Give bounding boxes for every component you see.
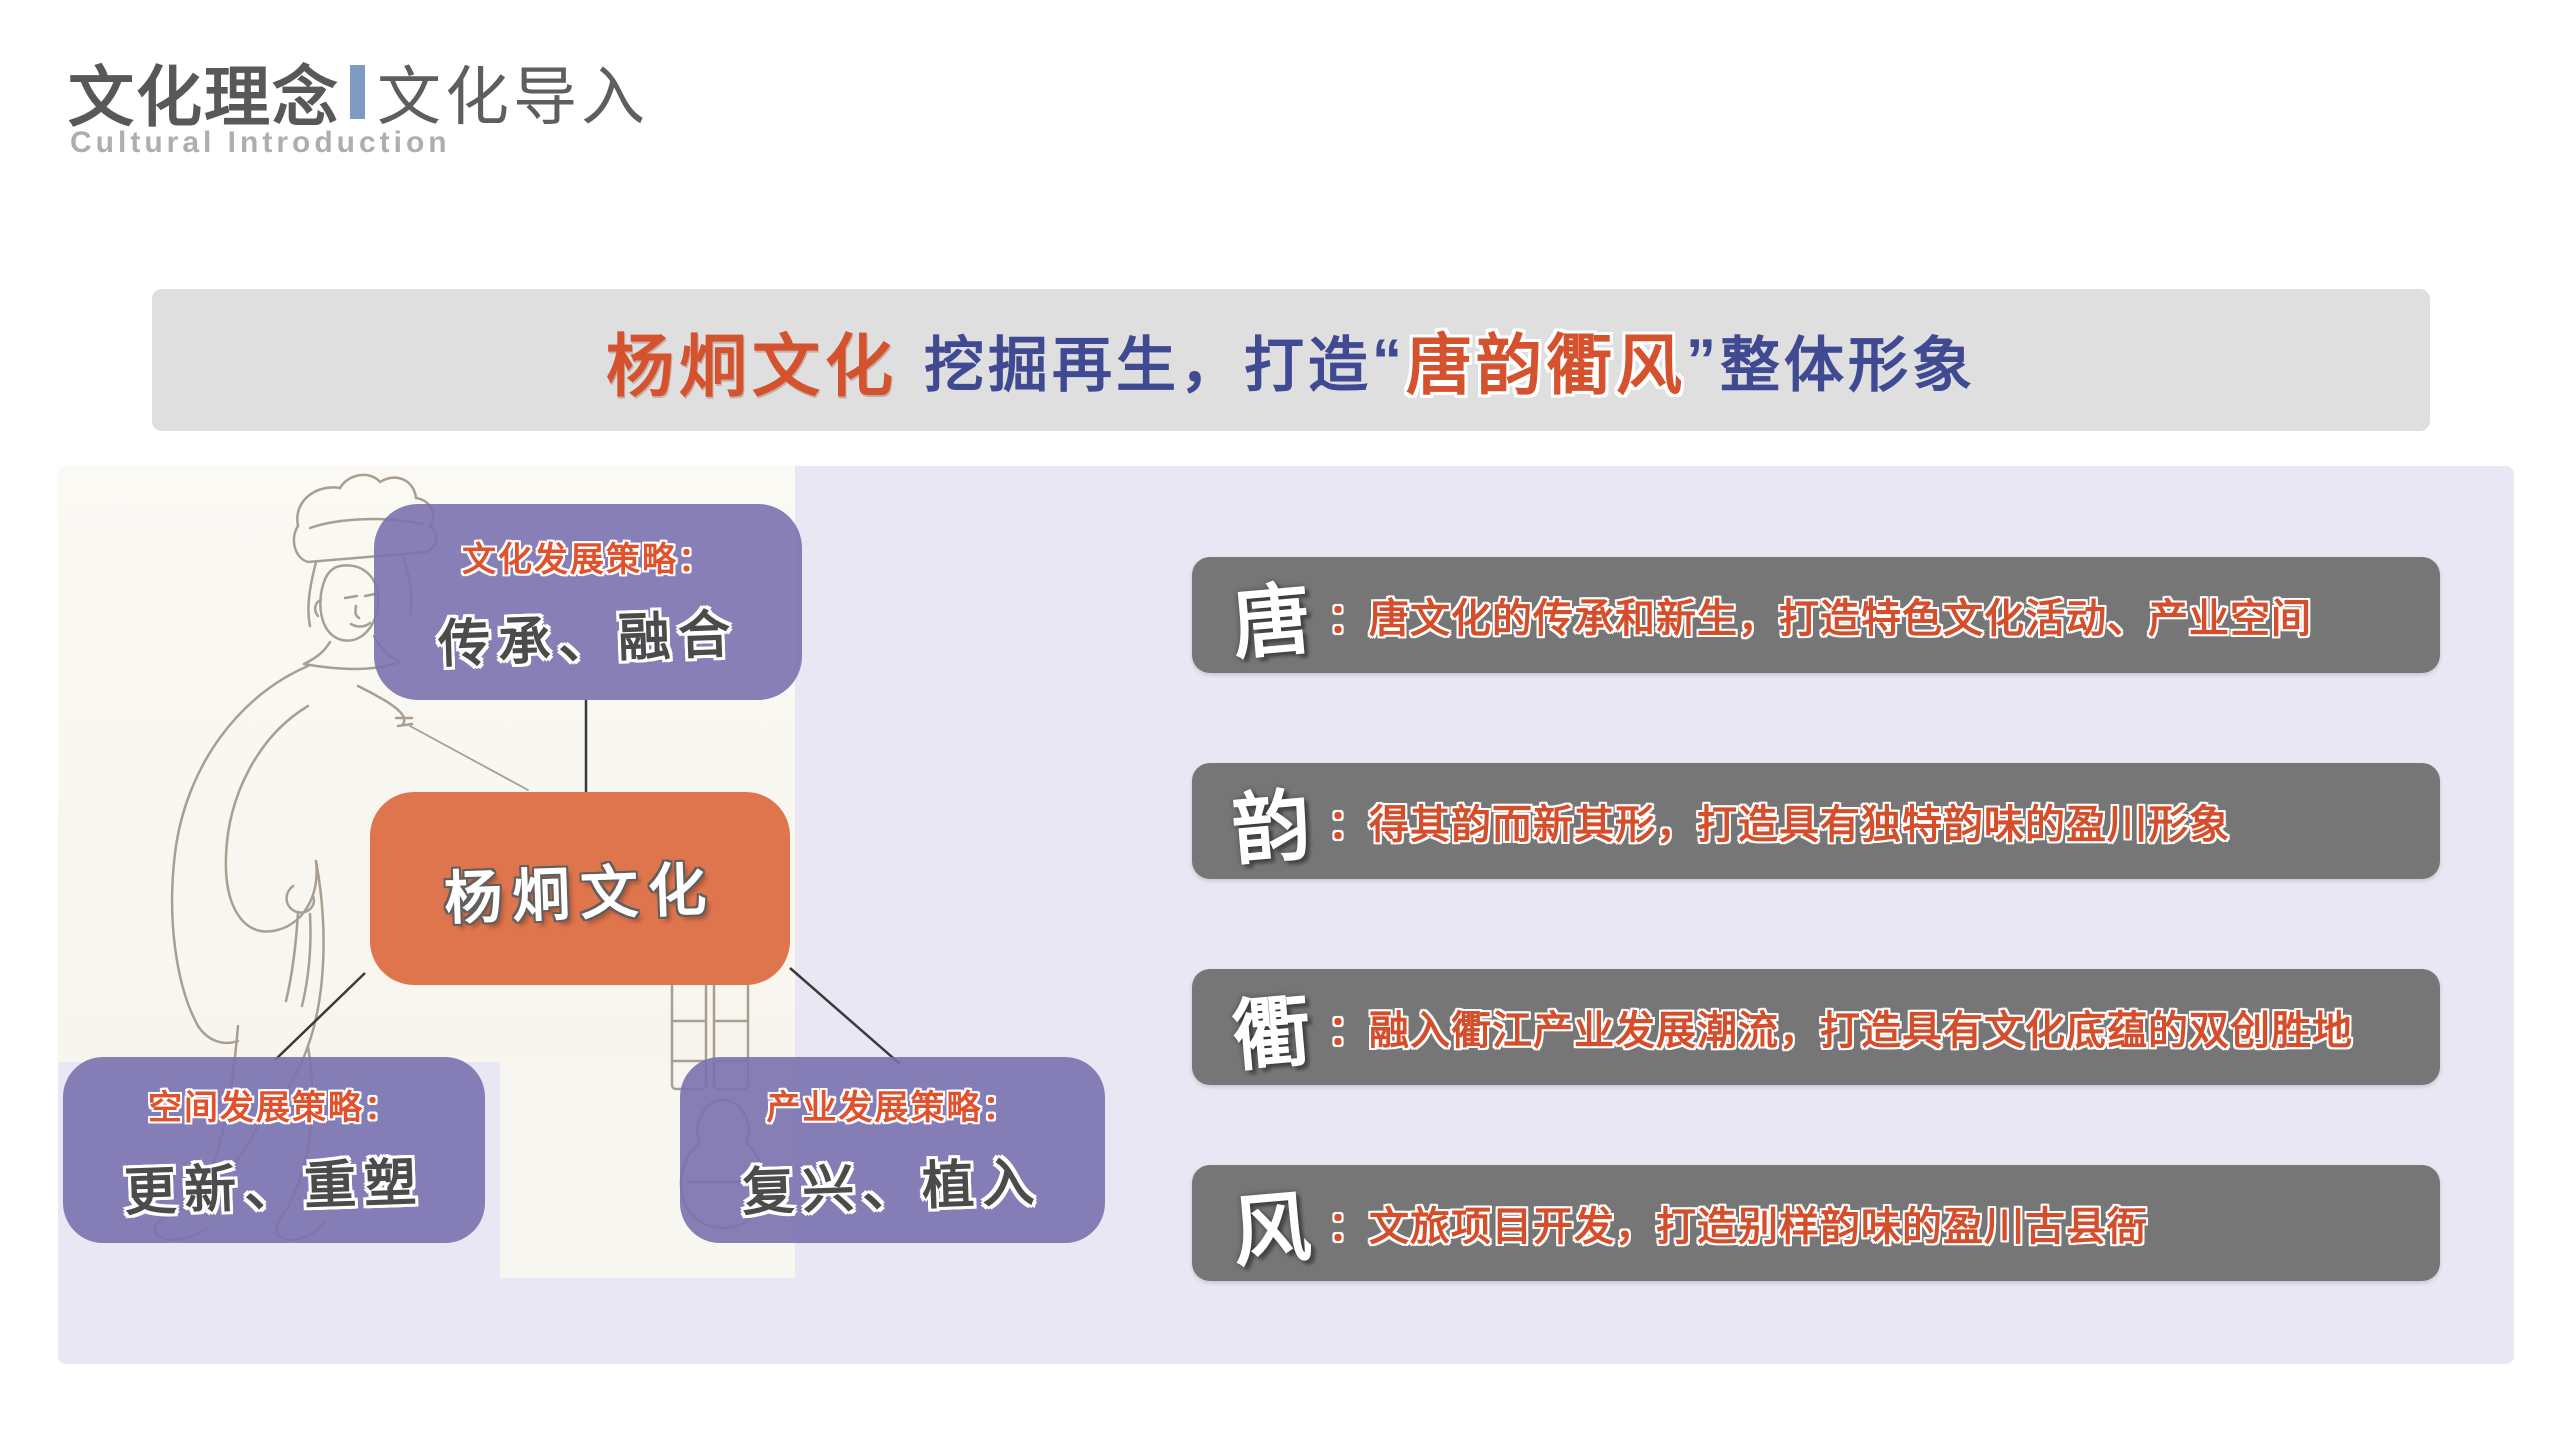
strategy-row-char: 衢 (1228, 986, 1315, 1081)
space-strategy-value: 更新、重塑 (123, 1153, 426, 1223)
content-panel: 文化发展策略： 传承、融合 杨炯文化 空间发展策略： 更新、重塑 产业发展策略：… (58, 466, 2514, 1364)
headline-banner: 杨炯文化 挖掘再生，打造 “ 唐韵衢风 ” 整体形象 (152, 289, 2430, 431)
banner-emphasis: 杨炯文化 (605, 328, 898, 405)
strategy-row-yun: 韵 ：得其韵而新其形，打造具有独特韵味的盈川形象 (1192, 763, 2440, 879)
strategy-row-feng: 风 ：文旅项目开发，打造别样韵味的盈川古县衙 (1192, 1165, 2440, 1281)
banner-highlight: 唐韵衢风 (1406, 328, 1686, 402)
strategy-row-desc: ：唐文化的传承和新生，打造特色文化活动、产业空间 (1328, 597, 2312, 641)
culture-strategy-value: 传承、融合 (437, 605, 740, 675)
culture-strategy-label: 文化发展策略： (462, 541, 714, 579)
banner-text-middle: 挖掘再生，打造 (924, 331, 1372, 399)
page-title-cn: 文化理念 (68, 60, 340, 134)
strategy-row-char: 韵 (1228, 780, 1315, 875)
strategy-row-char: 唐 (1228, 574, 1315, 669)
industry-strategy-value: 复兴、植入 (741, 1153, 1044, 1223)
title-divider-bar (350, 65, 365, 119)
strategy-row-desc: ：融入衢江产业发展潮流，打造具有文化底蕴的双创胜地 (1328, 1009, 2353, 1053)
space-strategy-box: 空间发展策略： 更新、重塑 (63, 1057, 485, 1243)
strategy-row-qu: 衢 ：融入衢江产业发展潮流，打造具有文化底蕴的双创胜地 (1192, 969, 2440, 1085)
banner-text-suffix: 整体形象 (1720, 331, 1976, 399)
culture-strategy-box: 文化发展策略： 传承、融合 (374, 504, 802, 700)
page-subtitle-en: Cultural Introduction (70, 126, 451, 159)
banner-quote-open: “ (1372, 326, 1406, 394)
page-title: 文化理念 文化导入 (68, 44, 649, 140)
culture-center-box: 杨炯文化 (370, 792, 790, 985)
banner-quote-close: ” (1686, 326, 1720, 394)
strategy-row-desc: ：文旅项目开发，打造别样韵味的盈川古县衙 (1328, 1205, 2148, 1249)
strategy-row-char: 风 (1228, 1182, 1315, 1277)
page-title-sub: 文化导入 (377, 62, 649, 133)
strategy-row-tang: 唐 ：唐文化的传承和新生，打造特色文化活动、产业空间 (1192, 557, 2440, 673)
industry-strategy-label: 产业发展策略： (766, 1089, 1019, 1127)
culture-center-label: 杨炯文化 (443, 856, 718, 932)
space-strategy-label: 空间发展策略： (148, 1089, 400, 1127)
industry-strategy-box: 产业发展策略： 复兴、植入 (680, 1057, 1105, 1243)
strategy-row-desc: ：得其韵而新其形，打造具有独特韵味的盈川形象 (1328, 803, 2230, 847)
